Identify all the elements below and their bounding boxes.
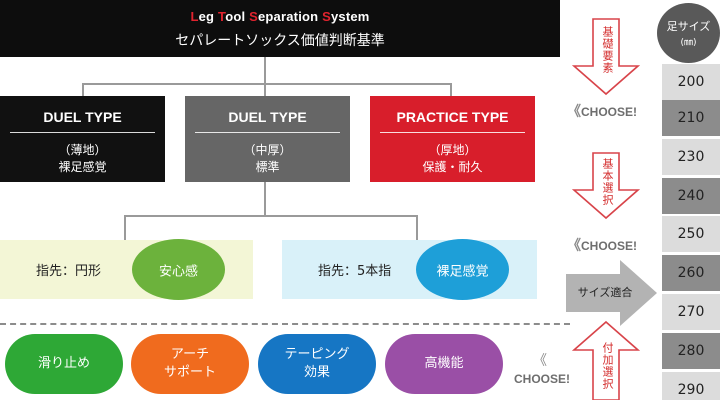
type-title: PRACTICE TYPE: [396, 109, 509, 125]
type-divider: [195, 132, 340, 133]
size-cell: 270: [662, 294, 720, 330]
size-cell: 230: [662, 139, 720, 175]
system-title-en: Leg Tool Separation System: [190, 9, 370, 24]
arrow-up-icon: [571, 320, 641, 400]
arrow-right-icon: [566, 260, 657, 326]
option-pill-arch-support: アーチサポート: [131, 334, 249, 394]
option-pill-high-function: 高機能: [385, 334, 503, 394]
size-cell: 280: [662, 333, 720, 369]
toe-band-round: 指先：円形 安心感: [0, 239, 253, 300]
option-pill-taping: テーピング効果: [258, 334, 376, 394]
step-label-basic-choice: 基本選択: [601, 158, 614, 206]
type-feature: 標準: [255, 160, 280, 174]
type-title: DUEL TYPE: [228, 109, 307, 125]
type-divider: [380, 132, 525, 133]
toe-badge: 裸足感覚: [416, 239, 509, 300]
type-title: DUEL TYPE: [43, 109, 122, 125]
connector-line: [124, 215, 418, 217]
type-box-practice: PRACTICE TYPE （厚地） 保護・耐久: [370, 96, 535, 182]
type-divider: [10, 132, 155, 133]
toe-band-five: 指先：5本指 裸足感覚: [282, 239, 537, 300]
choose-label-type: 《CHOOSE!: [567, 104, 638, 120]
type-box-duel-thin: DUEL TYPE （薄地） 裸足感覚: [0, 96, 165, 182]
connector-line: [416, 215, 418, 240]
type-thickness: （中厚）: [243, 143, 292, 157]
connector-line: [450, 83, 452, 96]
arrow-down-icon: [571, 18, 641, 96]
size-cell: 260: [662, 255, 720, 291]
option-pill-grip: 滑り止め: [5, 334, 123, 394]
choose-label-toe: 《CHOOSE!: [567, 238, 638, 254]
connector-line: [264, 182, 266, 216]
system-subtitle: セパレートソックス価値判断基準: [175, 33, 385, 49]
section-divider: [0, 323, 570, 325]
size-cell: 200: [662, 64, 720, 100]
type-thickness: （厚地）: [428, 143, 477, 157]
size-header-badge: 足サイズ (㎜): [657, 3, 720, 63]
type-box-duel-medium: DUEL TYPE （中厚） 標準: [185, 96, 350, 182]
toe-label: 指先：円形: [36, 264, 102, 279]
connector-line: [82, 83, 84, 96]
size-cell: 210: [662, 100, 720, 136]
toe-label: 指先：5本指: [318, 264, 392, 279]
system-title-box: Leg Tool Separation System セパレートソックス価値判断…: [0, 0, 560, 57]
step-label-basic-elements: 基礎要素: [601, 26, 614, 74]
size-fit-label: サイズ適合: [577, 286, 633, 299]
type-feature: 裸足感覚: [58, 160, 107, 174]
size-cell: 240: [662, 178, 720, 214]
size-cell: 250: [662, 216, 720, 252]
connector-line: [82, 83, 452, 85]
toe-badge: 安心感: [132, 239, 225, 300]
connector-line: [264, 83, 266, 96]
connector-line: [124, 215, 126, 240]
connector-line: [264, 57, 266, 84]
size-cell: 290: [662, 372, 720, 400]
step-label-additional-choice: 付加選択: [601, 342, 614, 390]
arrow-down-icon: [571, 152, 641, 220]
type-thickness: （薄地）: [58, 143, 107, 157]
choose-label-option: 《 CHOOSE!: [514, 353, 571, 386]
type-feature: 保護・耐久: [422, 160, 483, 174]
